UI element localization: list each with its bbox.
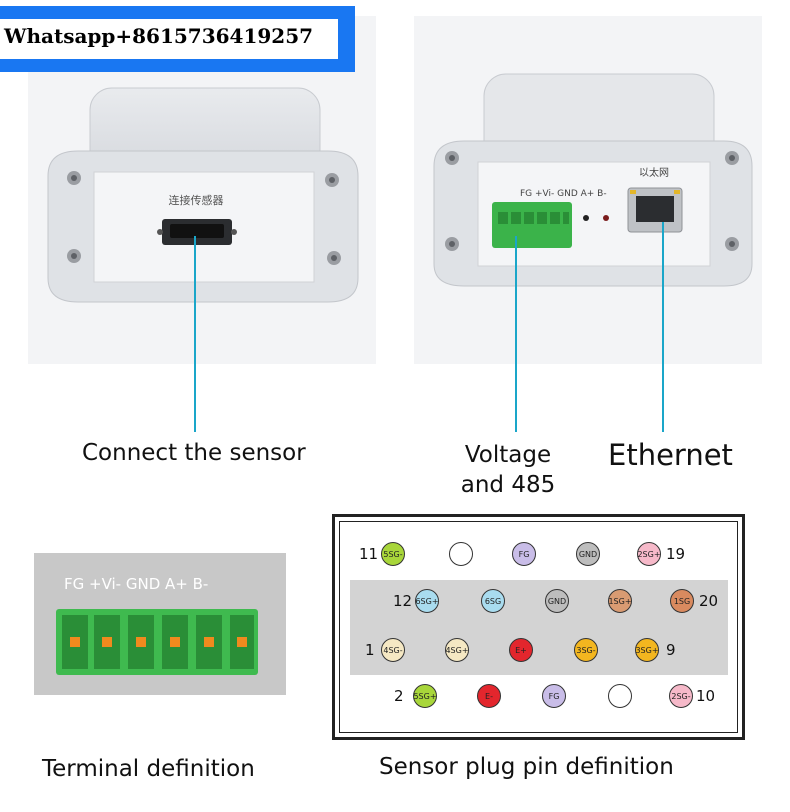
pin-number-left: 12 <box>393 592 413 610</box>
pin-2sg: 2SG+ <box>637 542 661 566</box>
pin-2sg: 2SG- <box>669 684 693 708</box>
pin-fg: FG <box>542 684 566 708</box>
pointer-ethernet-line <box>662 222 664 432</box>
pin-5sg: 5SG- <box>381 542 405 566</box>
pin-number-right: 9 <box>666 641 676 659</box>
pin-6sg: 6SG+ <box>415 589 439 613</box>
pin-middle-band <box>350 580 728 675</box>
ethernet-port-label: 以太网 <box>639 166 669 179</box>
caption-terminal-definition: Terminal definition <box>42 756 255 782</box>
pin-1sg: 1SG+ <box>608 589 632 613</box>
caption-voltage-line2: and 485 <box>460 472 556 498</box>
terminal-labels: FG +Vi- GND A+ B- <box>64 575 209 593</box>
caption-connect-sensor: Connect the sensor <box>82 440 306 466</box>
terminal-silk-label: FG +Vi- GND A+ B- <box>520 189 607 199</box>
caption-ethernet: Ethernet <box>608 438 733 472</box>
pointer-terminal-line <box>515 236 517 432</box>
pin-e: E- <box>477 684 501 708</box>
pin-3sg: 3SG+ <box>635 638 659 662</box>
pin-number-left: 11 <box>359 545 379 563</box>
pin-4sg: 4SG- <box>381 638 405 662</box>
pin-definition-inner-border <box>339 521 738 733</box>
pin-number-right: 19 <box>666 545 686 563</box>
terminal-definition-panel: FG +Vi- GND A+ B- <box>34 553 286 695</box>
caption-voltage-485: Voltage and 485 <box>448 440 568 500</box>
caption-voltage-line1: Voltage <box>464 442 552 468</box>
pin-4sg: 4SG+ <box>445 638 469 662</box>
device-back-illustration: FG +Vi- GND A+ B- 以太网 <box>433 73 753 287</box>
device-front-photo: 连接传感器 <box>28 16 376 364</box>
pin-number-left: 2 <box>394 687 404 705</box>
pin-number-right: 20 <box>699 592 719 610</box>
pin-e: E+ <box>509 638 533 662</box>
pin-blank <box>449 542 473 566</box>
pin-definition-frame <box>332 514 745 740</box>
contact-banner: Whatsapp+8615736419257 <box>0 6 355 72</box>
pin-6sg: 6SG <box>481 589 505 613</box>
pin-number-right: 10 <box>696 687 716 705</box>
terminal-block-photo <box>492 202 572 248</box>
device-back-photo: FG +Vi- GND A+ B- 以太网 <box>414 16 762 364</box>
contact-banner-inner: Whatsapp+8615736419257 <box>0 19 338 59</box>
pin-blank <box>608 684 632 708</box>
whatsapp-contact-text: Whatsapp+8615736419257 <box>4 24 314 48</box>
pin-3sg: 3SG- <box>574 638 598 662</box>
pin-5sg: 5SG+ <box>413 684 437 708</box>
pin-number-left: 1 <box>365 641 375 659</box>
pointer-sensor-line <box>194 236 196 432</box>
pin-gnd: GND <box>576 542 600 566</box>
caption-sensor-plug: Sensor plug pin definition <box>379 754 674 780</box>
pin-gnd: GND <box>545 589 569 613</box>
terminal-block-illustration <box>56 609 258 675</box>
port-label: 连接传感器 <box>169 194 224 207</box>
pin-fg: FG <box>512 542 536 566</box>
pin-1sg: 1SG <box>670 589 694 613</box>
device-front-illustration: 连接传感器 <box>47 87 359 303</box>
